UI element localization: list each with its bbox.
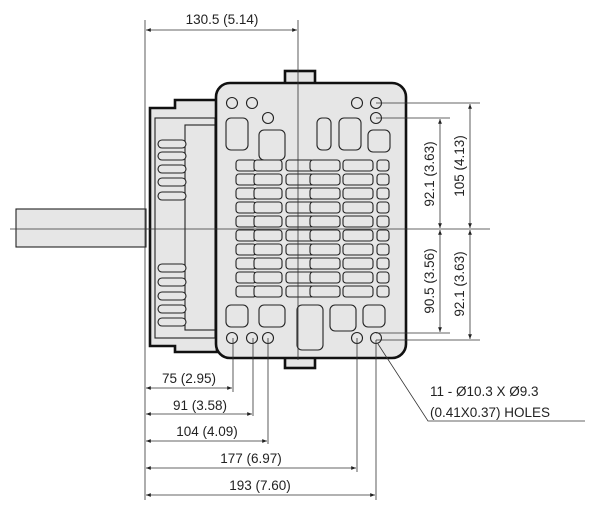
vent-slot [235,271,257,284]
cooling-fin [157,151,187,161]
vent-slot [309,201,341,214]
mounting-hole [245,96,259,110]
vent-slot [376,285,390,298]
boss-pocket [296,304,324,351]
vent-slot [309,271,341,284]
vent-slot [253,159,283,172]
vent-slot [235,243,257,256]
cooling-fin [157,177,187,187]
cooling-fin [157,164,187,174]
mounting-hole [225,331,239,345]
boss-pocket [258,129,286,161]
motor-housing [148,98,219,354]
cooling-fin [157,291,187,301]
vent-slot [342,271,374,284]
cooling-fin [157,191,187,201]
vent-slot [376,187,390,200]
dim-bottom-193: 193 (7.60) [229,478,291,493]
vent-slot [342,243,374,256]
vent-slot [342,215,374,228]
cooling-fin [157,277,187,287]
vent-slot [342,159,374,172]
extension-lines [10,20,490,500]
vent-slot [253,243,283,256]
dim-bottom-91: 91 (3.58) [173,398,227,413]
holes-note-line1: 11 - Ø10.3 X Ø9.3 [430,384,539,399]
vent-slot [376,201,390,214]
vent-slot [309,285,341,298]
vent-slot [342,257,374,270]
boss-pocket [258,304,286,328]
mounting-hole [245,331,259,345]
boss-pocket [225,117,249,151]
vent-slot [309,243,341,256]
vent-slot [376,229,390,242]
vent-slot [342,173,374,186]
vent-slot [309,187,341,200]
dimension-lines [146,28,585,497]
holes-note-line2: (0.41X0.37) HOLES [430,405,550,420]
vent-slot [376,173,390,186]
vent-slot [253,215,283,228]
vent-slot [309,173,341,186]
vent-slot [253,187,283,200]
dim-bottom-177: 177 (6.97) [220,451,282,466]
vent-slot [253,229,283,242]
vent-slot [342,187,374,200]
vent-slot [376,159,390,172]
vent-slot [253,173,283,186]
vent-slot [376,271,390,284]
vent-slot [235,201,257,214]
boss-pocket [225,304,249,328]
cooling-fin [157,139,187,149]
vent-slot [376,215,390,228]
boss-pocket [367,129,391,153]
vent-slot [253,201,283,214]
boss-pocket [329,304,357,332]
boss-pocket [316,117,332,151]
vent-slot [235,215,257,228]
vent-slot [235,257,257,270]
vent-slot [309,257,341,270]
vent-slot [309,159,341,172]
cooling-fin [157,304,187,314]
mounting-hole [261,111,275,125]
dim-130-5: 130.5 (5.14) [186,12,259,27]
mounting-hole [350,96,364,110]
vent-slot [253,257,283,270]
vent-slot [342,229,374,242]
dim-bottom-75: 75 (2.95) [162,371,216,386]
vent-slot [309,229,341,242]
dim-right-upper-outer: 105 (4.13) [452,135,467,197]
motor-end-plate [214,69,408,370]
vent-slot [342,285,374,298]
vent-slot [253,285,283,298]
vent-slot [235,187,257,200]
vent-slot [342,201,374,214]
dim-right-lower-inner: 90.5 (3.56) [422,248,437,313]
vent-slot [376,243,390,256]
mounting-hole [225,96,239,110]
vent-slot [376,257,390,270]
vent-slot [235,229,257,242]
vent-slot [235,159,257,172]
cooling-fin [157,317,187,327]
cooling-fin [157,263,187,273]
boss-pocket [338,117,362,151]
dim-bottom-104: 104 (4.09) [176,424,238,439]
vent-slot [253,271,283,284]
vent-slot [235,285,257,298]
vent-slot [309,215,341,228]
dim-right-lower-outer: 92.1 (3.63) [452,251,467,316]
motor-shaft [15,208,147,248]
dim-right-upper-inner: 92.1 (3.63) [422,141,437,206]
boss-pocket [362,304,386,328]
vent-slot [235,173,257,186]
